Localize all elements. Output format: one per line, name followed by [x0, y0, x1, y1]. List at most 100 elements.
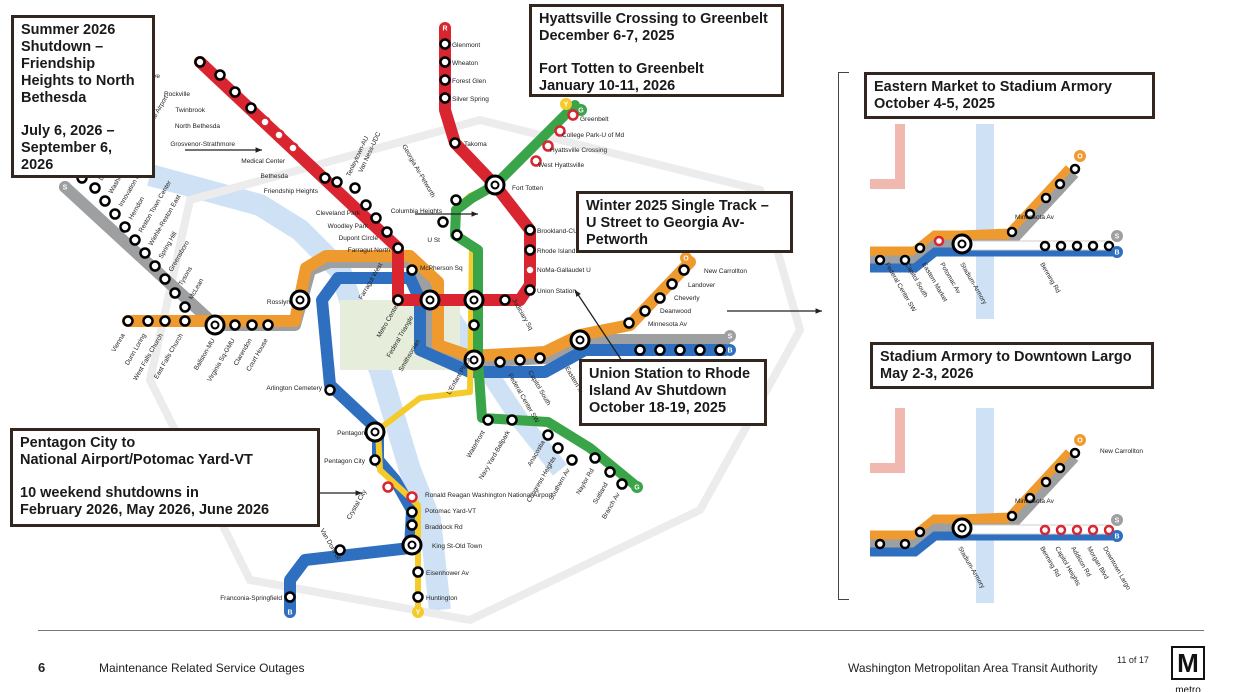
inset-station-marker: [1054, 178, 1066, 190]
station-label: Eisenhower Av: [426, 570, 470, 577]
transfer-station-inner: [469, 295, 479, 305]
callout-title: Eastern Market to Stadium Armory: [874, 79, 1112, 95]
footer-divider: [38, 630, 1204, 631]
station-label: Fort Totten: [512, 185, 543, 192]
inset-blue-line: [870, 247, 1115, 273]
silver-line-badge-letter: S: [1115, 518, 1120, 525]
station-marker: [139, 247, 151, 259]
yellow-line-badge-letter: Y: [416, 610, 421, 617]
station-marker: [324, 384, 336, 396]
arrowhead-icon: [471, 211, 478, 217]
station-label: West Hyattsville: [538, 162, 584, 169]
station-marker: [99, 195, 111, 207]
station-marker: [634, 344, 646, 356]
station-label: Rosslyn: [267, 299, 291, 306]
callout-title: Summer 2026 Shutdown – Friendship Height…: [21, 22, 135, 106]
callout-dates: May 2-3, 2026: [880, 366, 974, 382]
silver-line-badge: [1111, 514, 1123, 526]
station-marker: [412, 591, 424, 603]
station-marker: [149, 260, 161, 272]
station-label: McPherson Sq: [420, 265, 463, 272]
inset-station-marker: [899, 538, 911, 550]
page-of: 11 of 17: [1117, 655, 1149, 665]
station-label: Suitland: [592, 481, 610, 505]
orange-line-badge-letter: O: [683, 256, 689, 263]
station-label: Friendship Heights: [264, 188, 319, 195]
station-label: Rockville: [164, 91, 190, 98]
red-line-badge-letter: R: [442, 26, 447, 33]
station-marker: [412, 566, 424, 578]
inset-station-marker: [1024, 492, 1036, 504]
station-label: NoMa-Gallaudet U: [537, 267, 591, 274]
section-title: Maintenance Related Service Outages: [99, 661, 305, 675]
station-marker: [406, 506, 418, 518]
affected-station-marker: [1039, 524, 1051, 536]
blue-line-badge-letter: B: [287, 610, 292, 617]
inset-station-marker: [1039, 240, 1051, 252]
station-label: Naylor Rd: [575, 467, 596, 496]
station-marker: [262, 319, 274, 331]
orange-line-badge: [1074, 150, 1086, 162]
station-label: Woodley Park: [328, 223, 369, 230]
inset-station-marker: [1006, 226, 1018, 238]
station-label: Twinbrook: [175, 107, 205, 114]
station-label: Braddock Rd: [425, 524, 463, 531]
station-marker: [534, 352, 546, 364]
silver-line: [59, 181, 221, 331]
logo-text: metro: [1175, 685, 1201, 692]
station-label: Tysons: [178, 265, 195, 287]
inset-frame: [870, 408, 1130, 603]
inset-station-marker: [1069, 163, 1081, 175]
station-marker: [284, 591, 296, 603]
arrowhead-icon: [575, 290, 581, 297]
station-marker: [119, 221, 131, 233]
green-line-badge-letter: G: [634, 485, 640, 492]
station-label: Silver Spring: [452, 96, 489, 103]
station-marker: [439, 92, 451, 104]
silver-line-badge-letter: S: [63, 185, 68, 192]
station-marker: [142, 315, 154, 327]
inset-frame: [870, 124, 1130, 319]
yellow-line-badge: [412, 606, 424, 618]
station-marker: [666, 278, 678, 290]
station-marker: [482, 414, 494, 426]
station-marker: [370, 212, 382, 224]
inset-orange-line: [870, 449, 1075, 542]
station-marker: [439, 56, 451, 68]
callout-line: Hyattsville Crossing to Greenbelt: [539, 11, 768, 27]
silver-line-badge-letter: S: [728, 334, 733, 341]
affected-station-marker: [530, 155, 542, 167]
arrowhead-icon: [815, 308, 822, 314]
orange-line-badge-letter: O: [1077, 438, 1083, 445]
organization-name: Washington Metropolitan Area Transit Aut…: [848, 661, 1098, 675]
station-marker: [449, 137, 461, 149]
station-marker: [381, 226, 393, 238]
station-marker: [654, 292, 666, 304]
blue-line-badge: [1111, 246, 1123, 258]
callout-stadium-armory: Stadium Armory to Downtown Largo May 2-3…: [870, 342, 1154, 389]
station-marker: [439, 38, 451, 50]
stadium-armory-inner: [957, 239, 967, 249]
station-label: Huntington: [426, 595, 458, 602]
arrowhead-icon: [255, 147, 262, 153]
silver-line-badge: [59, 181, 71, 193]
orange-line-badge-letter: O: [1077, 154, 1083, 161]
station-label: Dupont Circle: [339, 235, 379, 242]
blue-line-badge: [1111, 530, 1123, 542]
station-label: Waterfront: [466, 429, 487, 459]
red-line: [194, 24, 536, 306]
station-label: Hyattsville Crossing: [550, 147, 607, 154]
station-marker: [524, 284, 536, 296]
green-line-badge-letter: G: [578, 108, 584, 115]
callout-line: Fort Totten to Greenbelt: [539, 61, 704, 77]
station-marker: [678, 264, 690, 276]
inset-station-marker: [1024, 208, 1036, 220]
yellow-line-badge: [560, 98, 572, 110]
transfer-station-inner: [407, 540, 417, 550]
station-label: Greenbelt: [580, 116, 609, 123]
callout-line: Pentagon City to: [20, 435, 136, 451]
station-label: Branch Av: [601, 491, 622, 521]
